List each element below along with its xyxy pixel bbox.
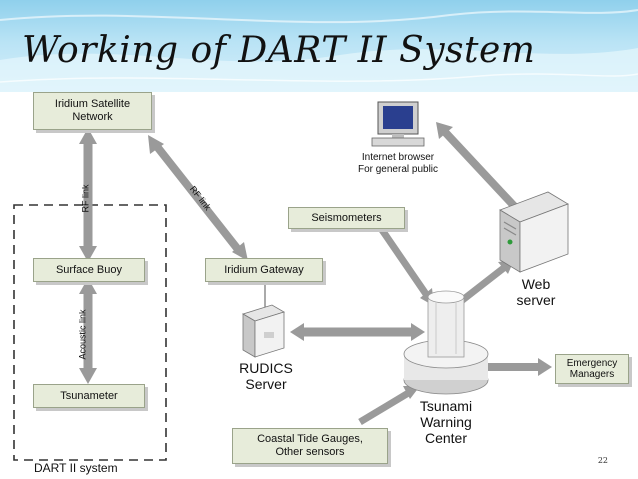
surface-buoy-box: Surface Buoy — [33, 258, 145, 282]
monitor-icon — [371, 101, 425, 147]
page-number: 22 — [597, 456, 608, 465]
slide-title: Working of DART II System — [22, 30, 536, 71]
dart-diagram: Iridium Satellite Network Surface Buoy T… — [0, 92, 638, 479]
rudics-center-link — [290, 323, 425, 341]
internet-browser-label: Internet browser For general public — [357, 152, 439, 175]
banner-wave-decoration — [0, 9, 638, 92]
tsunami-warning-center-label: Tsunami Warning Center — [419, 398, 473, 446]
center-emergency-link — [488, 358, 552, 376]
seismometers-center-link — [377, 225, 434, 306]
rf-link-label-vertical: RF link — [80, 184, 91, 213]
satellite-gateway-link — [148, 135, 248, 261]
iridium-satellite-network-box: Iridium Satellite Network — [33, 92, 152, 130]
title-banner: Working of DART II System — [0, 0, 638, 92]
rudics-server-icon — [242, 304, 285, 358]
web-server-label: Web server — [516, 276, 556, 308]
webserver-browser-link — [436, 122, 518, 210]
emergency-managers-box: Emergency Managers — [555, 354, 629, 384]
buoy-tsunameter-link — [79, 278, 97, 384]
seismometers-box: Seismometers — [288, 207, 405, 229]
iridium-gateway-box: Iridium Gateway — [205, 258, 323, 282]
rudics-server-label: RUDICS Server — [239, 360, 293, 392]
web-server-icon — [499, 191, 569, 273]
tsunameter-box: Tsunameter — [33, 384, 145, 408]
acoustic-link-label: Acoustic link — [77, 309, 88, 360]
dart-system-label: DART II system — [34, 461, 118, 475]
coastal-tide-gauges-box: Coastal Tide Gauges, Other sensors — [232, 428, 388, 464]
warning-center-icon — [403, 290, 489, 395]
satellite-buoy-link — [79, 128, 97, 262]
diagram-connectors — [13, 101, 569, 461]
